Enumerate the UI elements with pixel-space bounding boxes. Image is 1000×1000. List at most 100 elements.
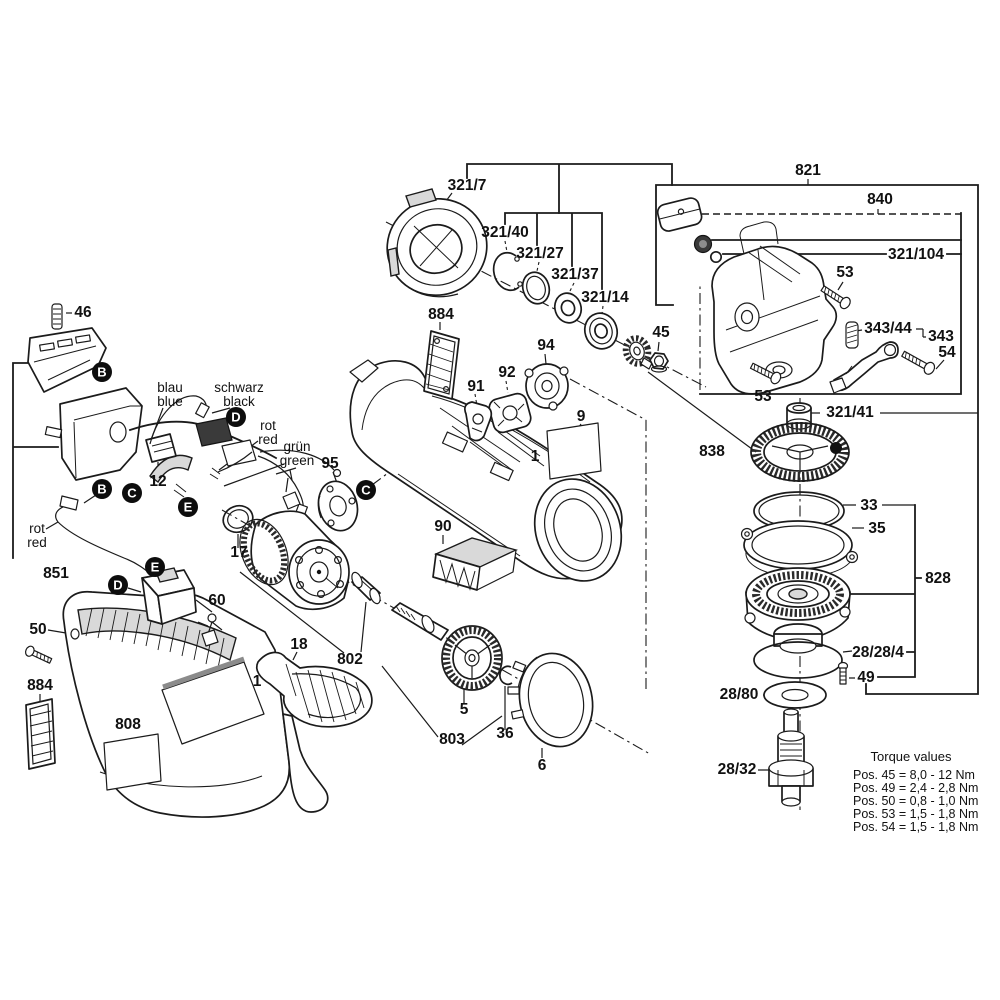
label-803: 803 (439, 731, 465, 748)
label-53-top: 53 (836, 264, 854, 281)
green-wire (257, 455, 304, 511)
lever-343 (829, 341, 899, 394)
screw-49 (837, 661, 849, 685)
label-840: 840 (867, 191, 893, 208)
switch-module (44, 387, 143, 481)
torque-row: Pos. 50 = 0,8 - 1,0 Nm (853, 794, 978, 808)
brush-lever-18 (255, 651, 373, 728)
upper-housing-shell (349, 359, 623, 582)
torque-values-table: Torque values Pos. 45 = 8,0 - 12 Nm Pos.… (853, 749, 978, 834)
label-50: 50 (29, 621, 46, 638)
badge-c2: C (361, 483, 371, 498)
label-321-104: 321/104 (888, 246, 944, 263)
wire-label-rot: rot (260, 418, 276, 433)
label-321-14: 321/14 (581, 289, 629, 306)
wire-label-rot-left: rot (29, 521, 45, 536)
screw-53-top (820, 285, 851, 310)
connector-black-2 (221, 439, 257, 467)
label-92: 92 (498, 364, 515, 381)
ring-gear (750, 422, 850, 482)
toggle-60 (197, 613, 223, 647)
label-821: 821 (795, 162, 821, 179)
badge-e2: E (151, 560, 160, 575)
gear-spindle-stack (740, 402, 859, 807)
label-321-37: 321/37 (551, 266, 598, 283)
circlip-36 (499, 665, 513, 686)
torque-row: Pos. 53 = 1,5 - 1,8 Nm (853, 807, 978, 821)
spring-343-44 (845, 321, 859, 349)
motor-drive-train (222, 467, 594, 748)
label-49: 49 (857, 669, 875, 686)
part-labels: 321/7 321/40 321/27 321/37 321/14 884 94… (27, 162, 956, 778)
wire-color-labels: blau blue schwarz black rot red grün gre… (27, 380, 314, 550)
flange-plate-35 (740, 520, 859, 578)
torque-title: Torque values (871, 749, 952, 764)
label-808: 808 (115, 716, 141, 733)
spring-46 (51, 303, 63, 330)
label-18: 18 (290, 636, 308, 653)
label-838: 838 (699, 443, 725, 460)
gear-shaft-5 (391, 602, 503, 691)
mounting-plate (27, 327, 107, 393)
index-dot (830, 442, 842, 454)
green-wire-2 (259, 449, 335, 471)
gear-head-group (656, 197, 936, 395)
badge-e1: E (184, 500, 193, 515)
badge-b2: B (97, 482, 106, 497)
label-33: 33 (860, 497, 878, 514)
air-filter-90 (432, 537, 519, 591)
badge-d1: D (231, 410, 240, 425)
label-828: 828 (925, 570, 951, 587)
small-parts (25, 330, 602, 791)
label-46: 46 (74, 304, 92, 321)
label-802: 802 (337, 651, 363, 668)
label-6: 6 (538, 757, 547, 774)
torque-row: Pos. 49 = 2,4 - 2,8 Nm (853, 781, 978, 795)
label-12: 12 (149, 473, 166, 490)
switch-wiring-group (25, 303, 342, 664)
label-343: 343 (928, 328, 954, 345)
label-35: 35 (868, 520, 886, 537)
wire-label-gruen: grün (283, 439, 310, 454)
label-95: 95 (321, 455, 339, 472)
label-53-bottom: 53 (754, 388, 772, 405)
label-60: 60 (208, 592, 225, 609)
bearing-retainer-94 (524, 363, 569, 411)
brush-holder-91 (464, 401, 493, 442)
wire-label-red-left: red (27, 535, 47, 550)
label-851: 851 (43, 565, 69, 582)
screw-54 (901, 350, 936, 375)
label-91: 91 (467, 378, 485, 395)
screw-53-bottom (749, 362, 782, 385)
label-884-bottom: 884 (27, 677, 53, 694)
label-36: 36 (496, 725, 514, 742)
label-9: 9 (577, 408, 586, 425)
connector-12 (145, 433, 177, 463)
label-28-28-4: 28/28/4 (852, 644, 904, 661)
o-ring-28-28-4 (753, 641, 843, 679)
label-28-32: 28/32 (718, 761, 757, 778)
brush-plate-92 (488, 392, 532, 434)
armature-motor (239, 467, 350, 611)
badge-c1: C (127, 486, 137, 501)
bearing-flange-828 (744, 567, 851, 654)
screw-50 (25, 645, 53, 664)
cable-guard (149, 454, 193, 484)
washer-28-80 (763, 681, 827, 709)
label-45: 45 (652, 324, 670, 341)
spindle-bearing-parts (492, 251, 669, 373)
spindle-28-32 (768, 708, 814, 807)
label-884-top: 884 (428, 306, 454, 323)
label-1-top: 1 (531, 448, 540, 465)
red-wire-mid (217, 451, 253, 473)
switch-actuator (141, 567, 213, 625)
label-90: 90 (434, 518, 451, 535)
label-plate-808 (103, 733, 162, 791)
wire-label-black: black (223, 394, 255, 409)
label-5: 5 (460, 701, 469, 718)
label-17: 17 (230, 544, 247, 561)
bearing-flange-95 (317, 480, 359, 532)
label-plate-9 (546, 422, 602, 480)
label-321-40: 321/40 (481, 224, 528, 241)
